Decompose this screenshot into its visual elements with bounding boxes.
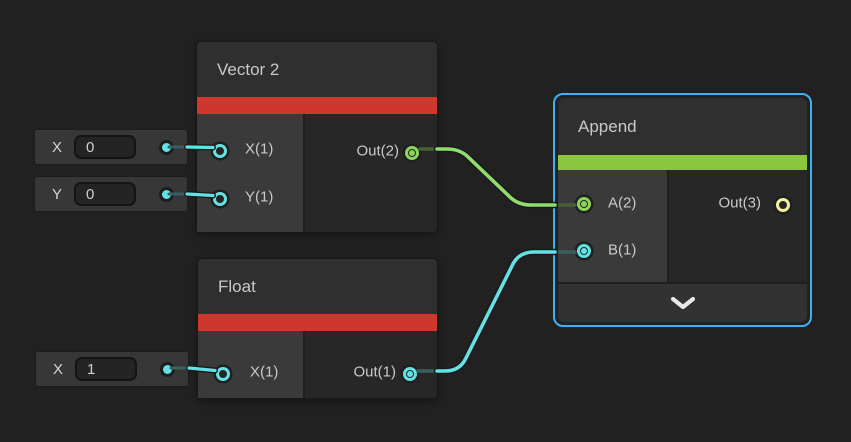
- float-port-x[interactable]: [216, 367, 230, 381]
- vector2-port-out[interactable]: [405, 146, 419, 160]
- edge-vector2-to-append-outline: [433, 145, 559, 209]
- append-input-panel: [558, 170, 669, 282]
- node-append[interactable]: Append A(2) B(1) Out(3): [558, 98, 807, 322]
- vector2-port-x-label: X(1): [245, 140, 274, 158]
- node-float-body: X(1) Out(1): [198, 331, 437, 398]
- append-port-a-connected-dot: [581, 201, 587, 207]
- node-append-selection-border[interactable]: Append A(2) B(1) Out(3): [553, 93, 812, 327]
- append-expand-button[interactable]: [558, 284, 807, 322]
- node-vector2-header[interactable]: Vector 2: [197, 42, 437, 97]
- param-row-float-x: X: [36, 352, 188, 386]
- vector2-port-out-label: Out(2): [356, 142, 399, 160]
- append-expander-strip: [558, 282, 807, 322]
- param-y-label: Y: [52, 185, 63, 203]
- edge-float-to-append-outline: [433, 248, 559, 375]
- vector2-port-y-label: Y(1): [245, 188, 274, 206]
- param-row-vector2-x: X: [35, 130, 187, 164]
- append-port-a-label: A(2): [608, 194, 637, 212]
- append-port-b[interactable]: [577, 244, 591, 258]
- node-vector2-title: Vector 2: [217, 59, 280, 79]
- param-x-connector-dot[interactable]: [162, 142, 171, 152]
- param-y-connector-dot[interactable]: [162, 189, 171, 199]
- param-x-label: X: [52, 138, 63, 156]
- float-input-panel: [198, 331, 305, 398]
- vector2-port-out-connected-dot: [409, 150, 415, 156]
- node-append-title: Append: [578, 116, 637, 136]
- node-vector2[interactable]: Vector 2 X(1) Y(1) Out(2): [197, 42, 437, 232]
- param-x1-value-field[interactable]: [75, 357, 137, 381]
- param-x1-connector-dot[interactable]: [163, 364, 172, 374]
- append-port-out[interactable]: [776, 198, 790, 212]
- float-port-out[interactable]: [403, 367, 417, 381]
- node-float[interactable]: Float X(1) Out(1): [198, 259, 437, 398]
- append-port-out-label: Out(3): [718, 194, 761, 212]
- float-port-out-connected-dot: [407, 371, 413, 377]
- param-x1-label: X: [53, 360, 64, 378]
- float-accent-bar: [198, 314, 437, 331]
- node-append-body: A(2) B(1) Out(3): [558, 170, 807, 282]
- param-row-vector2-y: Y: [35, 177, 187, 211]
- edge-vector2-to-append[interactable]: [435, 147, 557, 207]
- param-x-value-field[interactable]: [74, 135, 136, 159]
- float-port-x-label: X(1): [250, 363, 279, 381]
- node-float-header[interactable]: Float: [198, 259, 437, 314]
- vector2-port-y[interactable]: [213, 192, 227, 206]
- float-port-out-label: Out(1): [353, 363, 396, 381]
- vector2-input-panel: [197, 114, 305, 232]
- append-port-b-connected-dot: [581, 248, 587, 254]
- node-float-title: Float: [218, 276, 256, 296]
- node-append-header[interactable]: Append: [558, 98, 807, 155]
- vector2-port-x[interactable]: [213, 144, 227, 158]
- chevron-down-icon: [670, 297, 695, 309]
- node-vector2-body: X(1) Y(1) Out(2): [197, 114, 437, 232]
- vector2-accent-bar: [197, 97, 437, 114]
- append-port-b-label: B(1): [608, 241, 637, 259]
- append-accent-bar: [558, 155, 807, 170]
- append-port-a[interactable]: [577, 197, 591, 211]
- edge-float-to-append[interactable]: [435, 250, 557, 373]
- param-y-value-field[interactable]: [74, 182, 136, 206]
